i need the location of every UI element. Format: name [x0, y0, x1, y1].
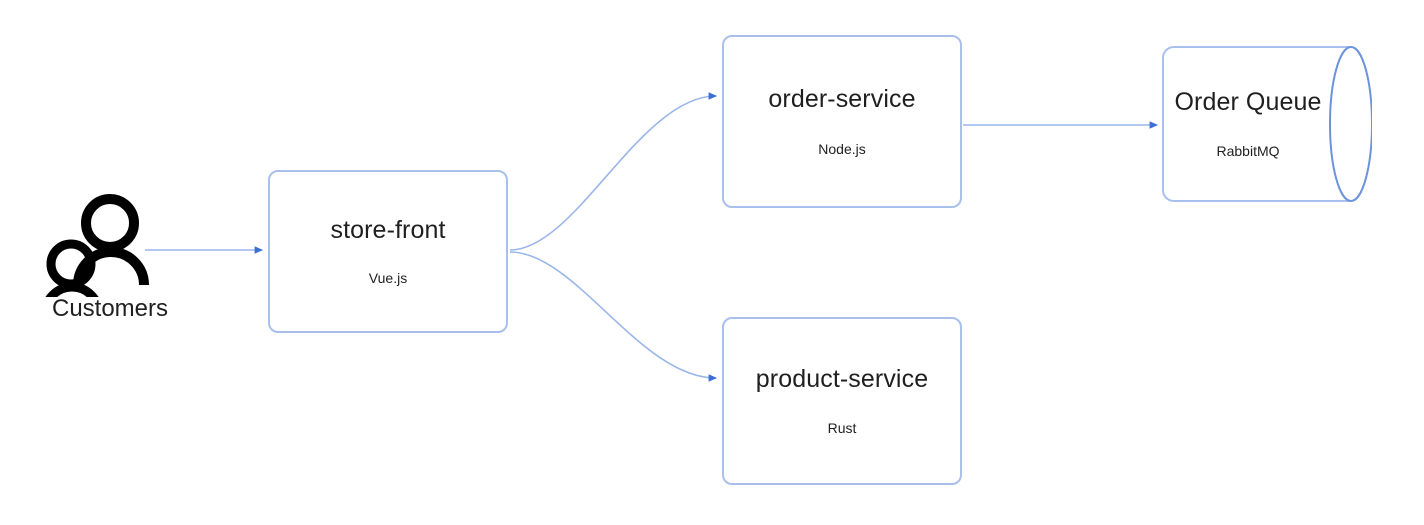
edge-store-front-to-order-service — [509, 92, 717, 251]
node-store-front[interactable]: store-front Vue.js — [268, 170, 508, 333]
node-order-service-subtitle: Node.js — [818, 140, 866, 157]
node-order-queue-subtitle: RabbitMQ — [1216, 143, 1280, 160]
node-product-service[interactable]: product-service Rust — [722, 317, 962, 485]
edge-store-front-to-product-service — [509, 251, 717, 382]
node-order-service-title: order-service — [768, 85, 916, 114]
order-queue-labels: Order Queue RabbitMQ — [1162, 38, 1334, 210]
cylinder-shape-icon — [1162, 46, 1372, 202]
node-store-front-subtitle: Vue.js — [368, 269, 408, 286]
node-order-service[interactable]: order-service Node.js — [722, 35, 962, 208]
node-store-front-title: store-front — [330, 216, 446, 245]
node-product-service-subtitle: Rust — [827, 420, 857, 437]
two-people-icon — [45, 194, 149, 297]
node-order-queue[interactable]: Order Queue RabbitMQ — [1162, 38, 1372, 210]
node-order-queue-title: Order Queue — [1174, 87, 1322, 116]
node-product-service-title: product-service — [755, 364, 929, 393]
actor-label: Customers — [51, 295, 169, 322]
node-customers[interactable]: Customers — [40, 192, 170, 332]
